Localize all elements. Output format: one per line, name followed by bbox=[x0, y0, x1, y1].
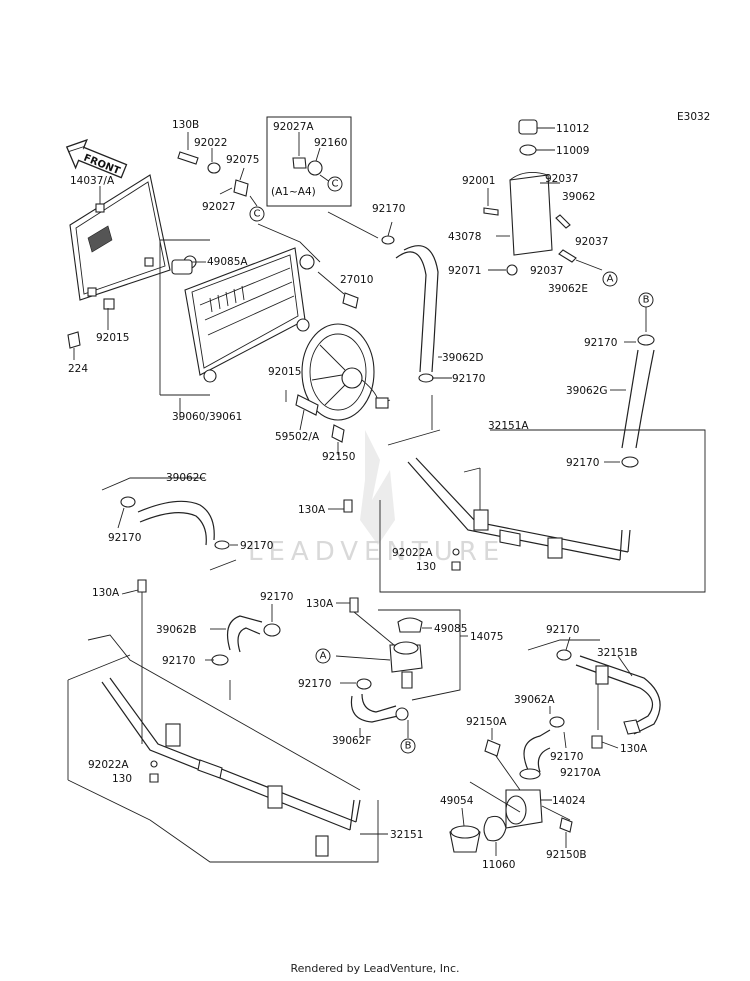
part-224-label: 224 bbox=[68, 363, 88, 375]
part-92170-label-a: 92170 bbox=[372, 203, 405, 215]
part-92015-label-a: 92015 bbox=[96, 332, 129, 344]
watermark-text: LEADVENTURE bbox=[248, 537, 505, 567]
variant-inset bbox=[266, 116, 352, 207]
part-39062g-label: 39062G bbox=[566, 385, 608, 397]
part-39062-label: 39062 bbox=[562, 191, 595, 203]
part-130-label-a: 130 bbox=[416, 561, 436, 573]
part-11060-label: 11060 bbox=[482, 859, 515, 871]
part-39060-39061-label: 39060/39061 bbox=[172, 411, 242, 423]
fan-assembly bbox=[285, 323, 391, 455]
footer-credit: Rendered by LeadVenture, Inc. bbox=[290, 962, 460, 975]
part-92170-label-b: 92170 bbox=[452, 373, 485, 385]
part-92022a-label-b: 92022A bbox=[88, 759, 129, 771]
part-92027a-label: 92027A bbox=[273, 121, 314, 133]
part-27010-label: 27010 bbox=[340, 274, 373, 286]
part-92150a-label: 92150A bbox=[466, 716, 507, 728]
part-92027-label: 92027 bbox=[202, 201, 235, 213]
part-39062a-label: 39062A bbox=[514, 694, 555, 706]
hose-39062d bbox=[327, 211, 452, 383]
radiator-core bbox=[159, 239, 315, 420]
part-92170a-label: 92170A bbox=[560, 767, 601, 779]
part-39062d-label: 39062D bbox=[442, 352, 484, 364]
part-14075-label: 14075 bbox=[470, 631, 503, 643]
svg-text:A: A bbox=[320, 651, 327, 662]
part-130b-label: 130B bbox=[172, 119, 199, 131]
part-92170-label-k: 92170 bbox=[550, 751, 583, 763]
part-92170-label-c: 92170 bbox=[584, 337, 617, 349]
pipe-32151a bbox=[379, 395, 706, 593]
hose-39062c bbox=[101, 477, 238, 571]
watermark: LEADVENTURE bbox=[248, 430, 505, 567]
part-130a-label-b: 130A bbox=[92, 587, 120, 599]
part-92170-label-f: 92170 bbox=[240, 540, 273, 552]
part-14037a-label: 14037/A bbox=[70, 175, 115, 187]
fan-switch bbox=[317, 271, 359, 309]
reservoir-tank bbox=[483, 119, 603, 276]
diagram-code: E3032 bbox=[677, 111, 710, 123]
svg-text:A: A bbox=[607, 274, 614, 285]
thermostat-housing bbox=[335, 597, 468, 701]
part-49085a-label: 49085A bbox=[207, 256, 248, 268]
part-130a-label-d: 130A bbox=[620, 743, 648, 755]
part-92170-label-e: 92170 bbox=[108, 532, 141, 544]
hose-39062g: B bbox=[604, 292, 655, 468]
part-92150-label: 92150 bbox=[322, 451, 355, 463]
part-11012-label: 11012 bbox=[556, 123, 589, 135]
radiator-screen bbox=[67, 174, 171, 360]
part-32151a-label: 32151A bbox=[488, 420, 529, 432]
hose-39062f: B bbox=[340, 678, 416, 754]
svg-text:B: B bbox=[643, 295, 650, 306]
part-59502a-label: 59502/A bbox=[275, 431, 320, 443]
part-92022a-label-a: 92022A bbox=[392, 547, 433, 559]
part-92037-label-b: 92037 bbox=[575, 236, 608, 248]
callout-a-thermostat: A bbox=[315, 648, 331, 664]
part-92037-label-c: 92037 bbox=[530, 265, 563, 277]
svg-text:C: C bbox=[254, 209, 261, 220]
part-49054-label: 49054 bbox=[440, 795, 474, 807]
part-92170-label-j: 92170 bbox=[546, 624, 579, 636]
callout-b-top: B bbox=[638, 292, 654, 308]
callout-c-inset: C bbox=[327, 176, 343, 192]
variant-note: (A1~A4) bbox=[271, 186, 316, 198]
part-39062e-label: 39062E bbox=[548, 283, 588, 295]
part-130a-label-c: 130A bbox=[306, 598, 334, 610]
part-92022-label: 92022 bbox=[194, 137, 227, 149]
part-32151b-label: 32151B bbox=[597, 647, 638, 659]
part-43078-label: 43078 bbox=[448, 231, 481, 243]
hose-39062b bbox=[205, 604, 281, 666]
part-92071-label: 92071 bbox=[448, 265, 481, 277]
pipe-32151b bbox=[527, 636, 661, 749]
part-130a-label-a: 130A bbox=[298, 504, 326, 516]
part-130-label-b: 130 bbox=[112, 773, 132, 785]
part-92037-label-a: 92037 bbox=[545, 173, 578, 185]
part-92170-label-i: 92170 bbox=[298, 678, 331, 690]
part-92150b-label: 92150B bbox=[546, 849, 587, 861]
part-39062b-label: 39062B bbox=[156, 624, 197, 636]
callout-b-bottom: B bbox=[400, 738, 416, 754]
part-92170-label-h: 92170 bbox=[162, 655, 195, 667]
part-92075-label: 92075 bbox=[226, 154, 259, 166]
part-92015-label-b: 92015 bbox=[268, 366, 301, 378]
water-pump-fittings bbox=[449, 706, 573, 856]
part-92170-label-d: 92170 bbox=[566, 457, 599, 469]
part-39062f-label: 39062F bbox=[332, 735, 371, 747]
mount-hardware bbox=[177, 132, 321, 263]
part-32151-label: 32151 bbox=[390, 829, 423, 841]
part-49085-label: 49085 bbox=[434, 623, 467, 635]
part-39062c-label: 39062C bbox=[166, 472, 207, 484]
part-92001-label: 92001 bbox=[462, 175, 495, 187]
callout-c-main: C bbox=[249, 206, 265, 222]
callout-a-tank: A bbox=[602, 271, 618, 287]
part-92170-label-g: 92170 bbox=[260, 591, 293, 603]
pipe-32151 bbox=[67, 579, 388, 863]
part-11009-label: 11009 bbox=[556, 145, 589, 157]
part-92160-label: 92160 bbox=[314, 137, 347, 149]
svg-text:B: B bbox=[405, 741, 412, 752]
svg-text:C: C bbox=[332, 179, 339, 190]
part-14024-label: 14024 bbox=[552, 795, 586, 807]
